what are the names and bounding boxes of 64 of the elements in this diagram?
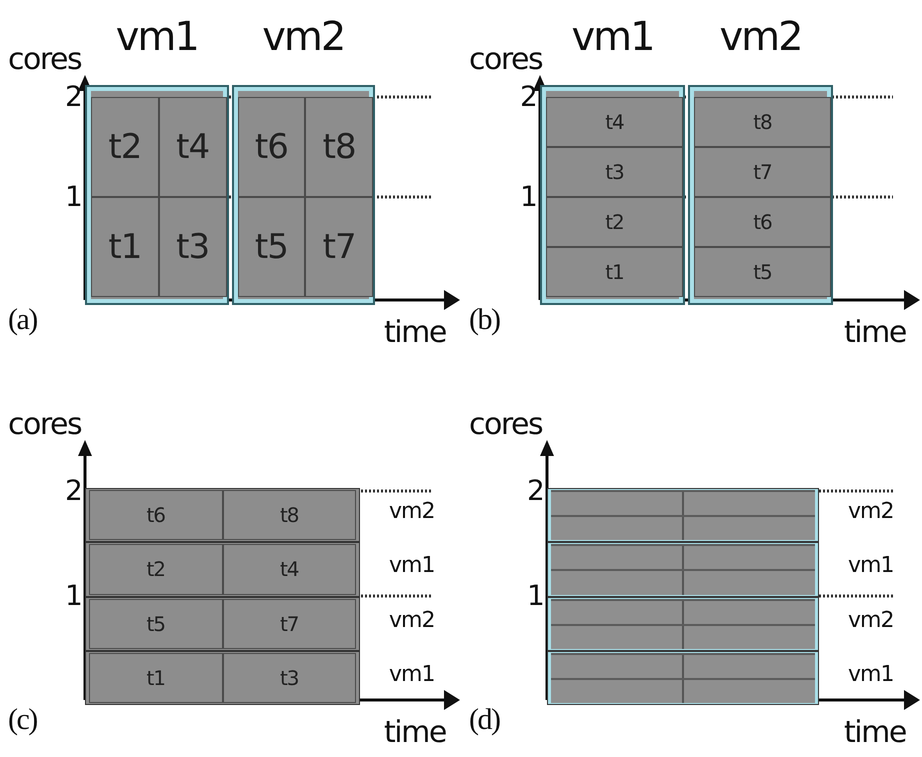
task-cell: t5 [694, 247, 831, 297]
task-cell: t4 [546, 97, 683, 147]
vm-label: vm2 [848, 610, 894, 632]
tick-label: 2 [65, 83, 82, 111]
vm-label: vm1 [389, 555, 434, 578]
tick-label: 1 [65, 582, 82, 610]
panel-label: (d) [469, 705, 500, 735]
task-cell: t7 [222, 598, 356, 649]
task-cell: t8 [694, 97, 831, 147]
task-cell: t1 [89, 652, 222, 703]
vm-label: vm2 [718, 17, 803, 57]
task-cell: t6 [694, 197, 831, 247]
slot-bar [551, 515, 815, 540]
panel-label: (a) [8, 305, 37, 335]
task-cell: t3 [158, 197, 226, 297]
tick-label: 1 [520, 183, 536, 211]
task-cell: t6 [89, 490, 222, 540]
vm-label: vm1 [570, 17, 655, 57]
slot-bar [551, 598, 815, 624]
axis-label: cores [8, 45, 82, 75]
vm-label: vm2 [261, 17, 346, 57]
panel-label: (b) [469, 305, 500, 335]
slot-bar [551, 678, 815, 703]
vm-label: vm2 [848, 501, 894, 523]
panel-label: (c) [8, 705, 37, 735]
task-cell: t7 [694, 147, 831, 197]
axis-label: cores [469, 45, 542, 75]
slot-bar [551, 624, 815, 649]
axis-label: cores [8, 410, 82, 440]
axis-label: time [844, 718, 906, 748]
task-cell: t2 [546, 197, 683, 247]
axis-label: time [844, 318, 906, 348]
slot-bar [551, 490, 815, 516]
task-cell: t3 [546, 147, 683, 197]
axis-label: time [384, 318, 446, 348]
task-cell: t1 [546, 247, 683, 297]
tick-label: 2 [520, 83, 536, 111]
task-cell: t2 [89, 544, 222, 594]
tick-label: 1 [65, 183, 82, 211]
vm-label: vm2 [389, 501, 434, 523]
tick-label: 2 [527, 477, 544, 505]
task-cell: t4 [158, 97, 226, 197]
task-cell: t5 [89, 598, 222, 649]
slot-bar [551, 544, 815, 570]
vm-label: vm2 [389, 610, 434, 632]
task-cell: t1 [91, 197, 159, 297]
task-cell: t2 [91, 97, 159, 197]
vm-label: vm1 [848, 555, 894, 578]
vm-label: vm1 [389, 664, 434, 686]
task-cell: t5 [238, 197, 306, 297]
slot-bar [551, 652, 815, 678]
task-cell: t3 [222, 652, 356, 703]
task-cell: t8 [305, 97, 373, 197]
vm-label: vm1 [114, 17, 199, 57]
slot-bar [551, 569, 815, 594]
axis-label: time [384, 718, 446, 748]
task-cell: t6 [238, 97, 306, 197]
vm-label: vm1 [848, 664, 894, 686]
tick-label: 1 [527, 582, 544, 610]
tick-label: 2 [65, 477, 82, 505]
axis-label: cores [469, 410, 542, 440]
task-cell: t4 [222, 544, 356, 594]
task-cell: t8 [222, 490, 356, 540]
task-cell: t7 [305, 197, 373, 297]
